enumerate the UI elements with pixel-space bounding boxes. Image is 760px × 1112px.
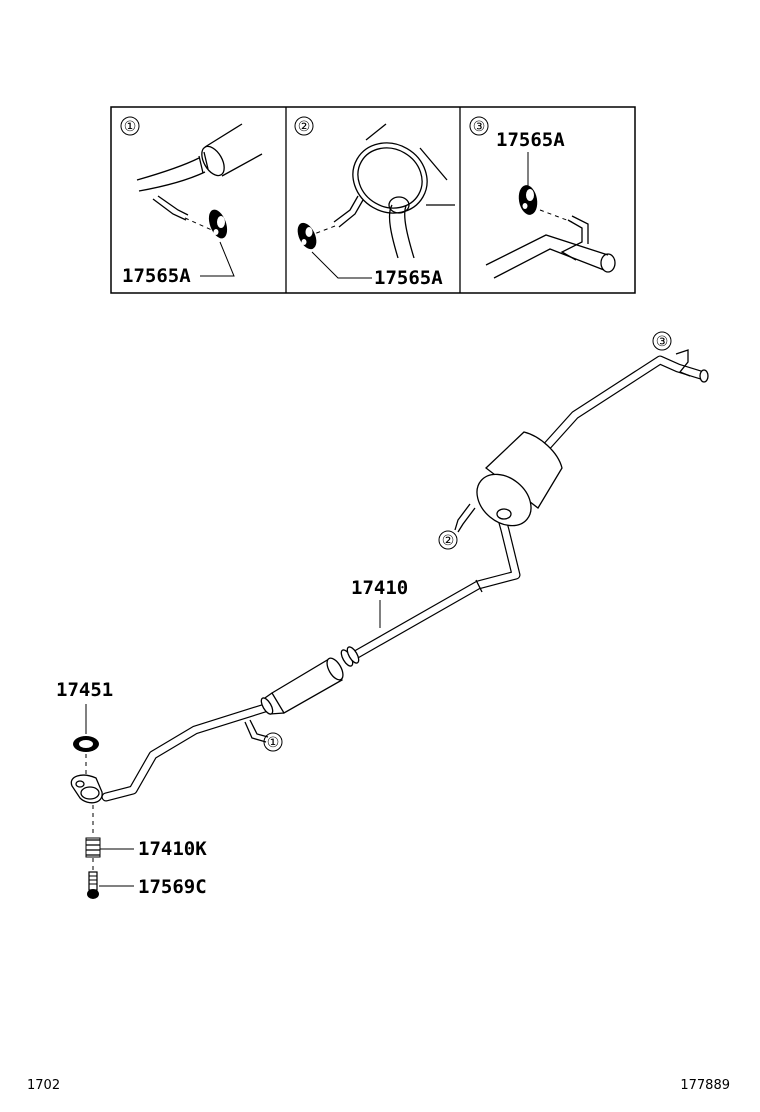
pipe-part-label: 17410	[351, 577, 408, 599]
front-resonator	[260, 646, 360, 715]
exhaust-pipe-assembly	[70, 349, 709, 804]
main-muffler	[454, 431, 563, 533]
detail-1-marker: ①	[124, 119, 137, 135]
spring	[85, 837, 101, 858]
detail-2-part-label: 17565A	[374, 267, 443, 289]
bolt-part-label: 17569C	[138, 876, 207, 898]
detail-3: ③ 17565A	[469, 116, 616, 279]
svg-text:③: ③	[656, 334, 669, 350]
detail-1: ① 17565A	[120, 116, 263, 287]
footer-right-code: 177889	[680, 1078, 730, 1093]
detail-2: ② 17565A	[294, 116, 455, 289]
main-marker-1: ①	[263, 732, 283, 752]
detail-2-marker: ②	[298, 119, 311, 135]
detail-3-marker: ③	[473, 119, 486, 135]
detail-2-hanger-rubber	[297, 222, 317, 250]
detail-3-hanger-rubber	[518, 185, 538, 215]
bolt	[87, 871, 99, 899]
detail-1-hanger-rubber	[208, 209, 228, 239]
detail-1-part-label: 17565A	[122, 265, 191, 287]
gasket-part-label: 17451	[56, 679, 113, 701]
main-marker-3: ③	[652, 331, 672, 351]
gasket	[73, 736, 99, 752]
svg-text:①: ①	[267, 735, 280, 751]
front-flange	[70, 774, 103, 804]
spring-part-label: 17410K	[138, 838, 207, 860]
svg-text:②: ②	[442, 533, 455, 549]
detail-3-part-label: 17565A	[496, 129, 565, 151]
footer-left-code: 1702	[27, 1078, 60, 1093]
detail-panel	[110, 106, 636, 294]
main-marker-2: ②	[438, 530, 458, 550]
